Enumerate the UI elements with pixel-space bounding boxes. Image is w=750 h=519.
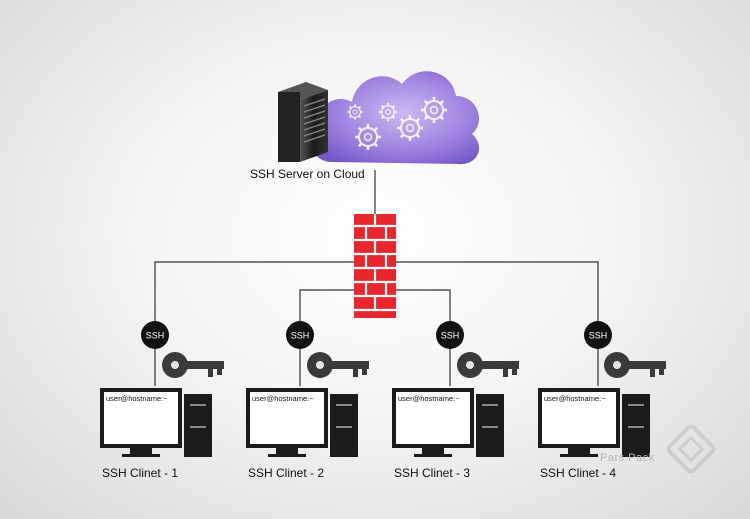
ssh-badge: SSH xyxy=(436,321,464,349)
server-tower-icon xyxy=(278,82,328,162)
key-icon xyxy=(162,352,224,378)
client-4-label: SSH Clinet - 4 xyxy=(540,466,617,480)
client-4-screen-prompt: user@hostname:~ xyxy=(544,394,606,403)
client-3-label: SSH Clinet - 3 xyxy=(394,466,471,480)
watermark-text: Pars Pack xyxy=(600,452,655,464)
server-label: SSH Server on Cloud xyxy=(250,167,365,181)
key-icon xyxy=(307,352,369,378)
client-3-screen-prompt: user@hostname:~ xyxy=(398,394,460,403)
tower-pc-icon xyxy=(476,394,504,457)
client-workstation xyxy=(100,388,212,457)
ssh-badge: SSH xyxy=(141,321,169,349)
client-workstation xyxy=(246,388,358,457)
client-workstations xyxy=(100,388,650,457)
keys xyxy=(162,352,666,378)
key-icon xyxy=(604,352,666,378)
key-icon xyxy=(457,352,519,378)
ssh-badge-label: SSH xyxy=(146,331,165,341)
client-1-screen-prompt: user@hostname:~ xyxy=(106,394,168,403)
ssh-badge: SSH xyxy=(286,321,314,349)
client-workstation xyxy=(392,388,504,457)
ssh-badge-label: SSH xyxy=(589,331,608,341)
watermark-logo-icon xyxy=(666,424,716,474)
ssh-badge-label: SSH xyxy=(291,331,310,341)
tower-pc-icon xyxy=(330,394,358,457)
client-2-screen-prompt: user@hostname:~ xyxy=(252,394,314,403)
cloud-icon xyxy=(311,71,480,165)
client-2-label: SSH Clinet - 2 xyxy=(248,466,325,480)
tower-pc-icon xyxy=(184,394,212,457)
ssh-badges: SSH SSH SSH SSH xyxy=(141,321,612,349)
client-1-label: SSH Clinet - 1 xyxy=(102,466,179,480)
ssh-badge: SSH xyxy=(584,321,612,349)
link-client-2 xyxy=(299,289,375,386)
client-workstation xyxy=(538,388,650,457)
tower-pc-icon xyxy=(622,394,650,457)
firewall-icon xyxy=(354,214,396,318)
link-client-3 xyxy=(375,289,451,386)
ssh-badge-label: SSH xyxy=(441,331,460,341)
